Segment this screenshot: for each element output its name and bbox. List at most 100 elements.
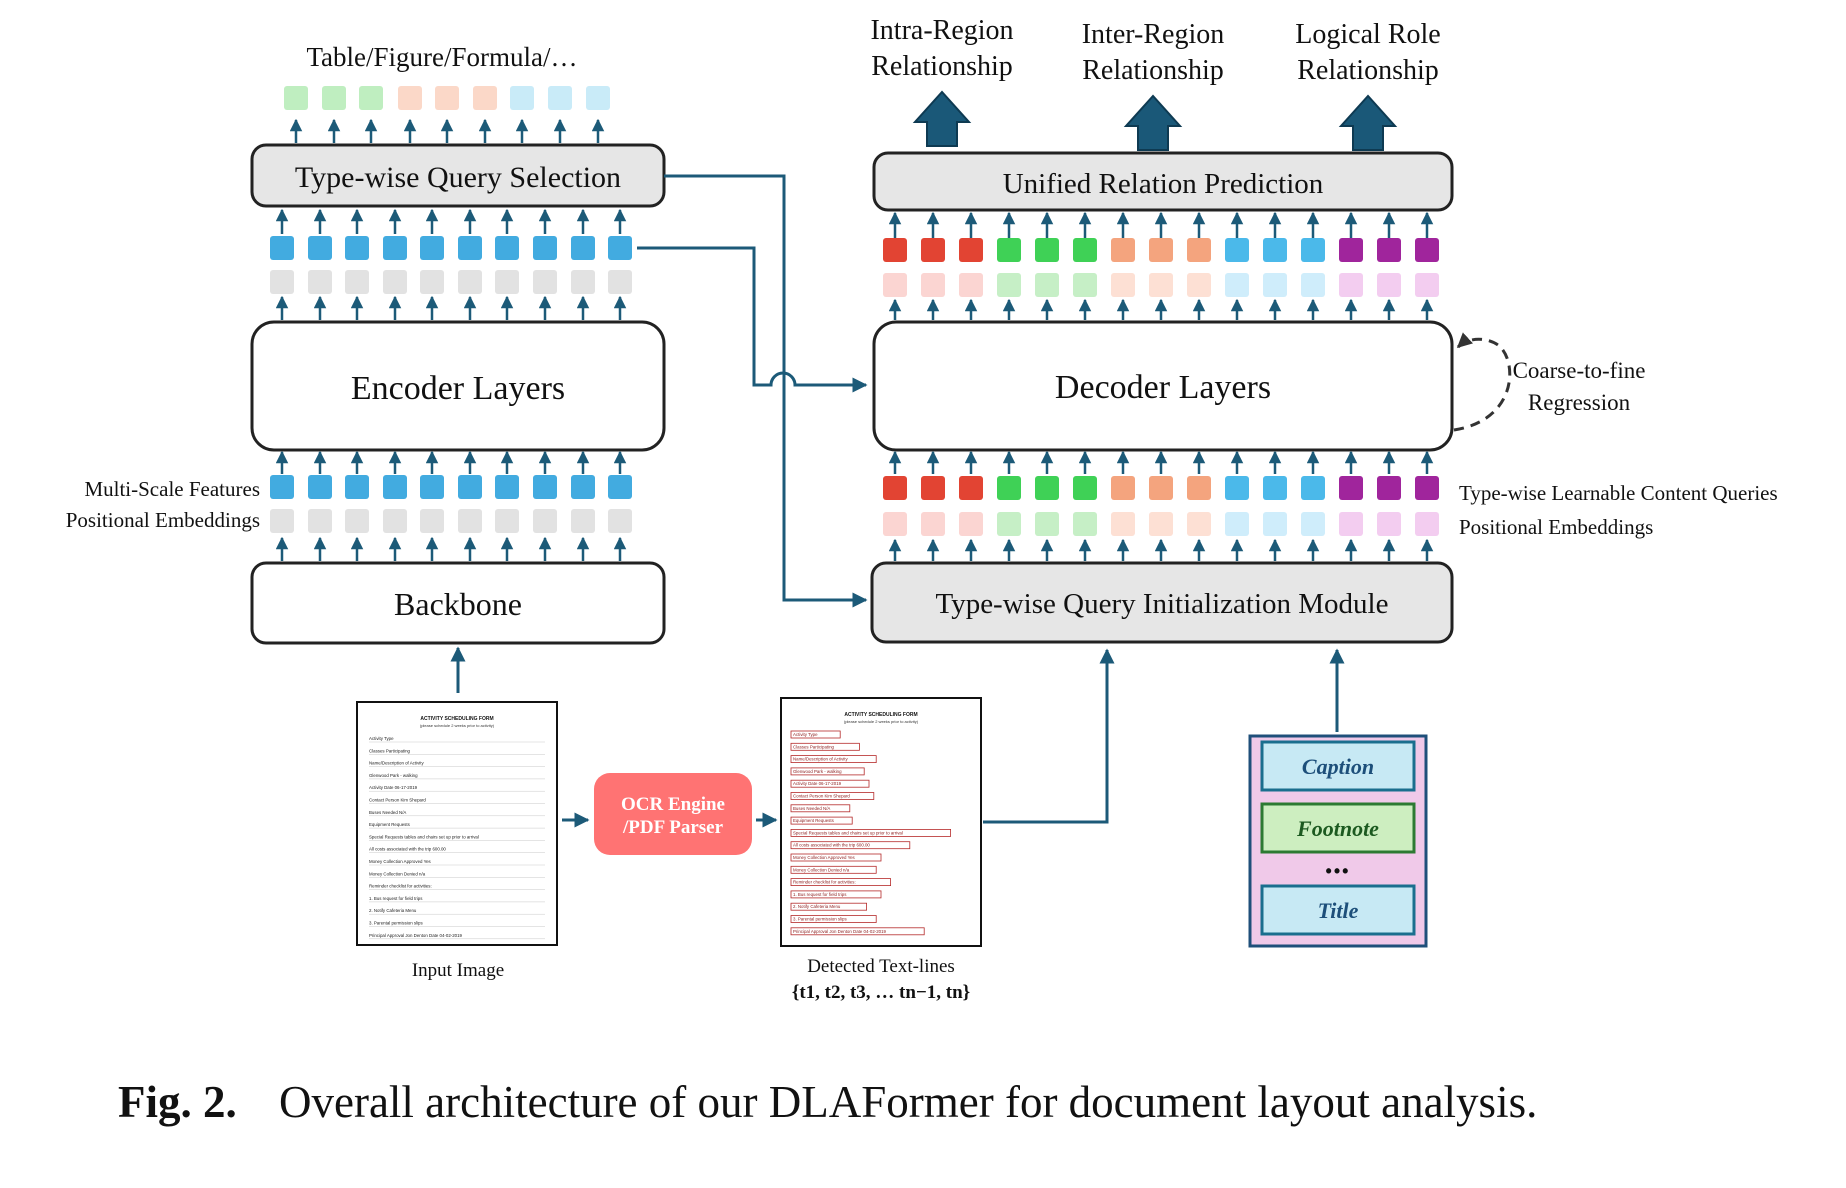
textline-box xyxy=(790,878,891,886)
feature-square xyxy=(608,236,632,260)
positional-square xyxy=(1263,512,1287,536)
form-line: Glenwood Park - walking xyxy=(369,773,418,778)
output-type-square xyxy=(322,86,346,110)
positional-square xyxy=(270,509,294,533)
relation-prediction-block xyxy=(872,151,1454,212)
content-queries xyxy=(883,476,1439,500)
form-line: Activity Type xyxy=(793,732,818,737)
feature-square xyxy=(571,236,595,260)
positional-square xyxy=(1187,512,1211,536)
form-line: Classes Participating xyxy=(369,748,411,753)
queries-to-decoder-arrows xyxy=(888,450,1434,474)
feature-square xyxy=(345,236,369,260)
positional-square xyxy=(921,512,945,536)
form-line: Money Collection Denied n/a xyxy=(369,871,426,876)
feature-square xyxy=(533,236,557,260)
output-type-square xyxy=(359,86,383,110)
feature-square xyxy=(270,475,294,499)
positional-square xyxy=(1073,512,1097,536)
textline-box xyxy=(790,829,952,837)
positional-square xyxy=(1415,273,1439,297)
query-square xyxy=(1035,476,1059,500)
query-square xyxy=(1415,238,1439,262)
output-type-square xyxy=(586,86,610,110)
query-square xyxy=(1301,476,1325,500)
query-square xyxy=(959,476,983,500)
positional-square xyxy=(1339,273,1363,297)
form-line: Name/Description of Activity xyxy=(369,761,424,766)
encoder-to-features-arrows xyxy=(275,295,627,320)
textline-box xyxy=(790,804,851,813)
query-square xyxy=(1339,238,1363,262)
positional-square xyxy=(270,270,294,294)
positional-square xyxy=(1225,512,1249,536)
output-type-square xyxy=(548,86,572,110)
detected-textlines-label: Detected Text-lines xyxy=(807,956,955,977)
coarse-to-fine-loop xyxy=(1453,332,1512,432)
positional-square xyxy=(1149,273,1173,297)
positional-square xyxy=(997,273,1021,297)
positional-square xyxy=(458,270,482,294)
query-square xyxy=(1149,238,1173,262)
positional-square xyxy=(608,509,632,533)
query-selection-label: Type-wise Query Selection xyxy=(295,161,621,194)
form-line: Money Collection Approved Yes xyxy=(369,859,432,864)
positional-square xyxy=(1415,512,1439,536)
feature-square xyxy=(495,236,519,260)
textlines-to-query-init-connector xyxy=(983,648,1115,824)
logical-role-label-2: Relationship xyxy=(1297,55,1439,86)
decoder-to-queries-arrows xyxy=(888,298,1434,320)
positional-square xyxy=(1263,273,1287,297)
positional-square xyxy=(345,270,369,294)
feature-square xyxy=(608,475,632,499)
more-categories-dots: ••• xyxy=(1326,861,1351,881)
positional-square xyxy=(997,512,1021,536)
positional-square xyxy=(1035,512,1059,536)
positional-square xyxy=(1339,512,1363,536)
query-square xyxy=(1339,476,1363,500)
positional-square xyxy=(308,270,332,294)
textline-box xyxy=(790,915,877,923)
feature-square xyxy=(383,236,407,260)
query-square xyxy=(1301,238,1325,262)
form-line: Buses Needed N/A xyxy=(793,806,830,811)
ocr-block xyxy=(594,773,752,855)
encoder-label: Encoder Layers xyxy=(351,370,565,407)
form-title: ACTIVITY SCHEDULING FORM xyxy=(420,716,493,722)
positional-square xyxy=(420,509,444,533)
positional-square xyxy=(1035,273,1059,297)
positional-embeddings-right xyxy=(883,512,1439,536)
positional-square xyxy=(533,270,557,294)
form-line: Name/Description of Activity xyxy=(793,757,848,762)
form-line: 1. Bus request for field trips xyxy=(793,892,847,897)
input-image-document: ACTIVITY SCHEDULING FORM(please schedule… xyxy=(356,701,558,946)
feature-square xyxy=(308,475,332,499)
textline-box xyxy=(790,767,865,776)
query-init-block xyxy=(870,561,1454,644)
caption-label: Fig. 2. xyxy=(118,1077,237,1127)
logical-role-output-arrow xyxy=(1338,94,1398,151)
query-square xyxy=(1111,238,1135,262)
query-square xyxy=(921,238,945,262)
positional-square xyxy=(1149,512,1173,536)
query-square xyxy=(1377,238,1401,262)
multi-scale-label: Multi-Scale Features xyxy=(84,477,260,501)
positional-square xyxy=(883,512,907,536)
textline-box xyxy=(790,927,925,936)
query-square xyxy=(883,238,907,262)
inter-region-label-1: Inter-Region xyxy=(1082,19,1225,50)
form-line: All costs associated with the trip 600.0… xyxy=(793,843,870,848)
positional-square xyxy=(1073,273,1097,297)
multi-scale-features xyxy=(270,475,632,499)
query-square xyxy=(1263,476,1287,500)
positional-square xyxy=(959,512,983,536)
form-line: 3. Parental permission slips xyxy=(369,921,423,926)
positional-square xyxy=(1377,273,1401,297)
query-square xyxy=(1073,238,1097,262)
positional-square xyxy=(608,270,632,294)
form-line: Contact Person Kim Shepard xyxy=(793,794,850,799)
form-subtitle: (please schedule 2 weeks prior to activi… xyxy=(844,719,919,724)
textline-box xyxy=(790,890,882,899)
positional-square xyxy=(1301,273,1325,297)
decoder-output-positional xyxy=(883,273,1439,297)
